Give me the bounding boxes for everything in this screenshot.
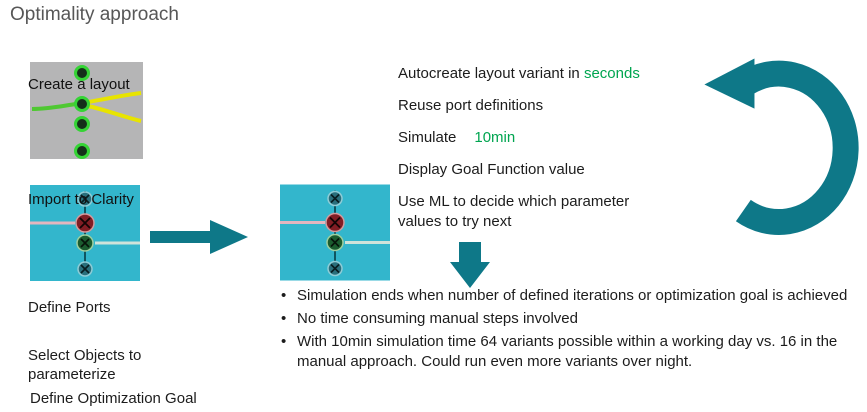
- layout-preview-icon: [30, 62, 143, 159]
- define-ports-label: Define Ports: [28, 299, 111, 316]
- step-display-goal: Display Goal Function value: [398, 161, 585, 178]
- select-objects-label: Select Objects to parameterize: [28, 347, 142, 383]
- flow-arrow-right-icon: [150, 217, 250, 257]
- bullet-no-manual-steps: No time consuming manual steps involved: [278, 309, 866, 329]
- define-optimization-goal-label: Define Optimization Goal: [30, 390, 197, 407]
- clarity-preview-icon: [30, 185, 140, 281]
- step-autocreate: Autocreate layout variant in seconds: [398, 64, 678, 84]
- step-use-ml: Use ML to decide which parameter values …: [398, 193, 630, 230]
- create-layout-caption: Create a layout: [28, 76, 130, 93]
- clarity-variant-preview-icon: [280, 184, 390, 281]
- layout-variant-thumbnail: [280, 184, 390, 281]
- step-autocreate-text: Autocreate layout variant in: [398, 65, 584, 82]
- step-reuse-ports: Reuse port definitions: [398, 97, 544, 114]
- page-title: Optimality approach: [10, 4, 179, 25]
- create-layout-thumbnail: [30, 62, 143, 159]
- step-simulate: Simulate 10min: [398, 128, 678, 148]
- step-autocreate-highlight: seconds: [583, 65, 640, 82]
- iteration-loop-arrow-icon: [697, 48, 862, 248]
- bullet-simulation-ends: Simulation ends when number of defined i…: [278, 286, 866, 306]
- step-simulate-highlight: 10min: [474, 129, 516, 146]
- step-simulate-text: Simulate: [398, 129, 457, 146]
- summary-bullet-list: Simulation ends when number of defined i…: [278, 286, 866, 375]
- flow-arrow-down-icon: [450, 242, 490, 288]
- bullet-variants-per-day: With 10min simulation time 64 variants p…: [278, 332, 866, 372]
- import-clarity-caption: Import to Clarity: [28, 191, 134, 208]
- import-clarity-thumbnail: [30, 185, 140, 281]
- loop-steps: Autocreate layout variant in seconds Reu…: [398, 64, 678, 244]
